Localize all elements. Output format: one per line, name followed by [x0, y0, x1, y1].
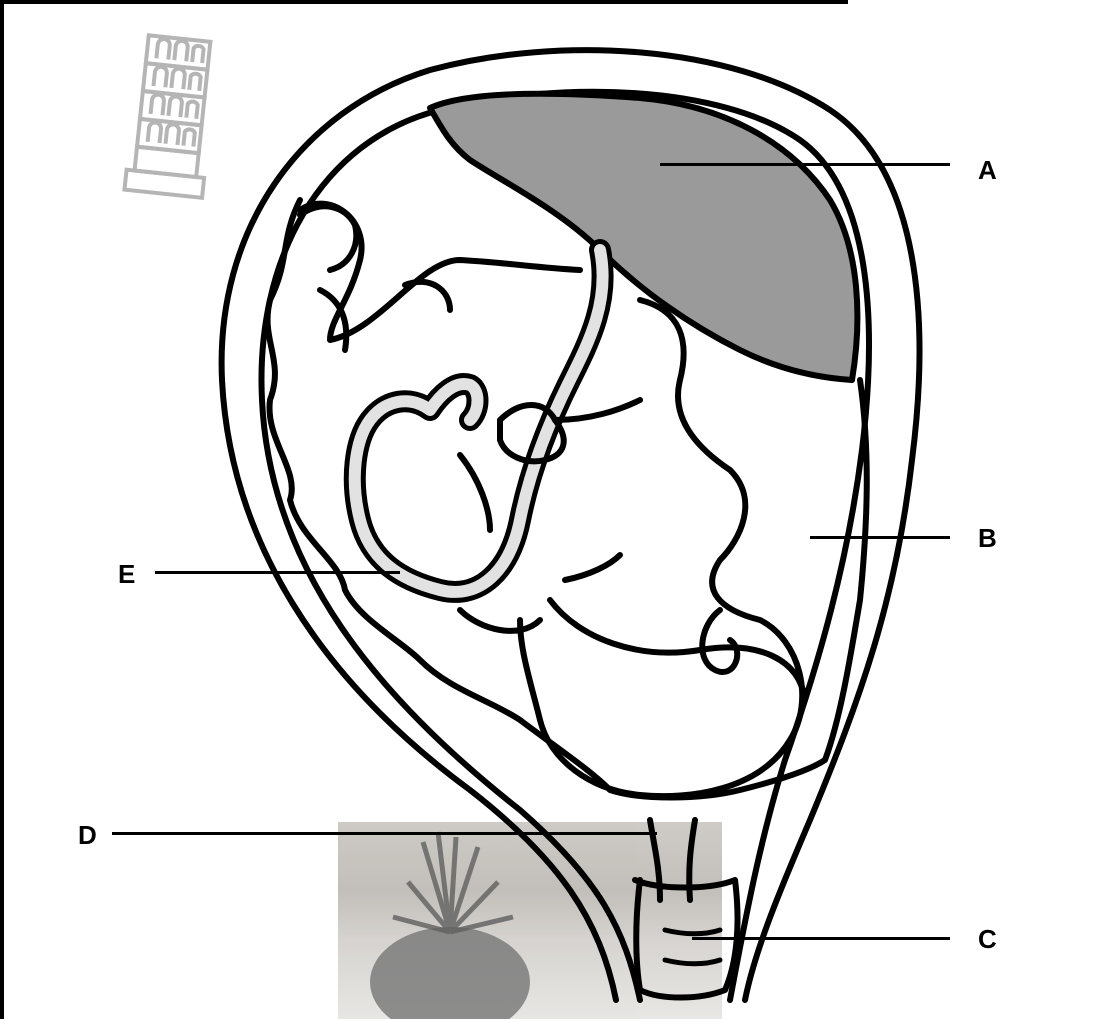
label-c: C — [978, 926, 997, 952]
leader-line-d — [112, 832, 657, 835]
fetus-foot — [300, 206, 356, 270]
label-b: B — [978, 525, 997, 551]
leaning-tower-icon — [124, 34, 218, 197]
label-e: E — [118, 561, 135, 587]
leader-line-a — [660, 163, 950, 166]
fetus-head — [550, 600, 805, 700]
label-a: A — [978, 157, 997, 183]
label-d: D — [78, 822, 97, 848]
leader-line-b — [810, 536, 950, 539]
leader-line-c — [692, 937, 950, 940]
leader-line-e — [155, 571, 400, 574]
fetus-ear — [702, 610, 737, 672]
